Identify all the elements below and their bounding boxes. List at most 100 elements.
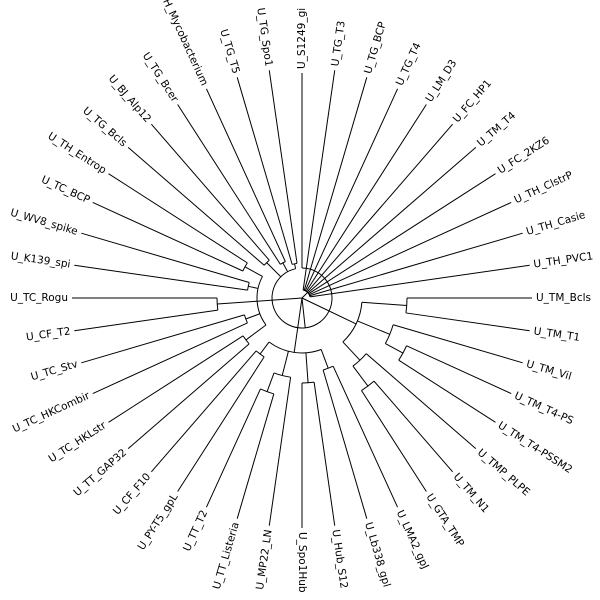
branch-radial-28 xyxy=(342,341,361,361)
leaf-label: U_TMP_PLPE xyxy=(475,447,532,499)
branch-radial-69 xyxy=(244,266,263,277)
leaf-label: U_TG_Spo1 xyxy=(254,7,274,67)
branch-radial-68 xyxy=(248,285,259,289)
branch-radial-53 xyxy=(92,322,248,395)
leaf-label: U_TG_Bcer xyxy=(140,50,181,105)
leaf-label: U_TH_Entrop xyxy=(45,130,108,177)
branch-radial-80 xyxy=(266,262,282,278)
branch-arc-16 xyxy=(398,345,408,361)
branch-radial-18 xyxy=(385,343,404,354)
leaf-label: U_WV8_spike xyxy=(9,207,79,238)
branch-radial-43 xyxy=(151,350,257,473)
branch-radial-48 xyxy=(259,341,270,355)
branch-radial-60 xyxy=(81,232,250,283)
branch-radial-26 xyxy=(361,301,407,306)
branch-radial-23 xyxy=(365,353,477,449)
branch-arc-13 xyxy=(405,297,408,314)
leaf-label: U_PY-T5_gpL xyxy=(136,491,181,552)
branch-arc-61 xyxy=(247,282,250,291)
branch-arc-25 xyxy=(352,353,367,367)
leaf-label: U_S1249_gi xyxy=(296,8,308,69)
leaf-label: U_TM_T1 xyxy=(533,325,581,344)
leaf-label: U_TC_HKLstr xyxy=(47,419,109,465)
branch-radial-45 xyxy=(320,349,329,369)
leaf-label: U_CF_T2 xyxy=(25,325,71,343)
leaf-label: U_TT_GAP32 xyxy=(71,447,129,499)
branch-radial-47 xyxy=(281,351,289,376)
branch-radial-3 xyxy=(308,173,496,295)
leaf-label: U_Lb338_gpl xyxy=(362,521,392,589)
leaf-label: U_FC_HP1 xyxy=(451,78,494,126)
branch-radial-78 xyxy=(268,70,298,264)
branch-radial-54 xyxy=(81,314,245,364)
branch-radial-51 xyxy=(108,335,244,423)
leaf-label: U_TM_N1 xyxy=(451,471,492,515)
branch-arc-35 xyxy=(301,381,315,384)
branch-radial-89 xyxy=(301,297,306,328)
leaf-label: U_LMA2_gpJ xyxy=(394,508,431,571)
leaf-label: U_BJ_Alp12 xyxy=(106,73,153,125)
branch-radial-88 xyxy=(257,297,303,302)
branch-radial-7 xyxy=(304,88,399,291)
branch-radial-56 xyxy=(74,309,218,332)
branch-radial-82 xyxy=(294,263,297,269)
leaf-label: U_K139_spi xyxy=(10,250,71,270)
branch-radial-59 xyxy=(74,264,248,291)
branch-radial-15 xyxy=(398,359,496,423)
leaf-label: U_TH_PVC1 xyxy=(533,250,594,270)
branch-radial-42 xyxy=(177,356,265,492)
leaf-label: U_TG_BCP xyxy=(362,21,389,76)
branch-radial-6 xyxy=(305,104,427,292)
branch-radial-40 xyxy=(266,372,275,392)
leaf-label: U_TG_Bcls xyxy=(80,105,129,150)
branch-radial-72 xyxy=(151,123,270,261)
branch-arc-58 xyxy=(216,297,219,311)
branch-radial-75 xyxy=(205,88,286,262)
leaf-label: U_TG_T5 xyxy=(217,28,241,75)
branch-radial-85 xyxy=(301,291,309,299)
leaf-label: U_TT_Listeria xyxy=(211,521,242,591)
branch-radial-87 xyxy=(293,297,303,353)
branch-radial-1 xyxy=(309,232,523,297)
leaf-label: U_TM_Bcls xyxy=(536,292,591,304)
branch-radial-5 xyxy=(306,123,453,293)
tree-branches xyxy=(72,70,532,528)
leaf-label: U_TC_HKCombir xyxy=(11,389,92,435)
branch-radial-74 xyxy=(177,104,281,265)
branch-radial-30 xyxy=(332,366,399,508)
branch-radial-31 xyxy=(322,369,368,519)
branch-radial-71 xyxy=(127,147,265,266)
branch-radial-81 xyxy=(282,262,289,272)
leaf-label: U_FC_2KZ6 xyxy=(496,134,552,176)
leaf-label: U_TM_Vil xyxy=(525,358,573,383)
branch-arc-76 xyxy=(280,261,286,265)
branch-radial-77 xyxy=(236,77,293,265)
branch-arc-41 xyxy=(273,372,291,378)
branch-radial-8 xyxy=(303,77,368,291)
leaf-label: U_TT_T2 xyxy=(181,508,210,553)
leaf-label: U_TG_T3 xyxy=(329,20,347,67)
leaf-label: U_TH_Casie xyxy=(525,209,587,238)
branch-arc-38 xyxy=(260,388,274,395)
leaf-label: U_TC_BCP xyxy=(39,174,91,207)
branch-radial-9 xyxy=(302,70,336,291)
branch-radial-20 xyxy=(373,380,453,473)
leaf-label: U_TH_ClstrP xyxy=(512,169,574,206)
branch-radial-46 xyxy=(305,352,309,383)
branch-radial-33 xyxy=(313,382,336,526)
branch-radial-17 xyxy=(393,324,523,364)
branch-radial-67 xyxy=(217,300,258,305)
leaf-label: U_LM_D3 xyxy=(423,58,459,105)
branch-radial-24 xyxy=(352,365,369,387)
branch-radial-21 xyxy=(361,390,427,492)
branch-radial-63 xyxy=(108,173,248,264)
branch-radial-36 xyxy=(236,393,275,519)
branch-radial-65 xyxy=(245,324,267,341)
leaf-label: U_CF_F10 xyxy=(111,471,153,517)
branch-radial-39 xyxy=(268,377,292,526)
branch-arc-64 xyxy=(242,262,248,272)
leaf-label: U_TM_T4-PS xyxy=(512,390,575,427)
